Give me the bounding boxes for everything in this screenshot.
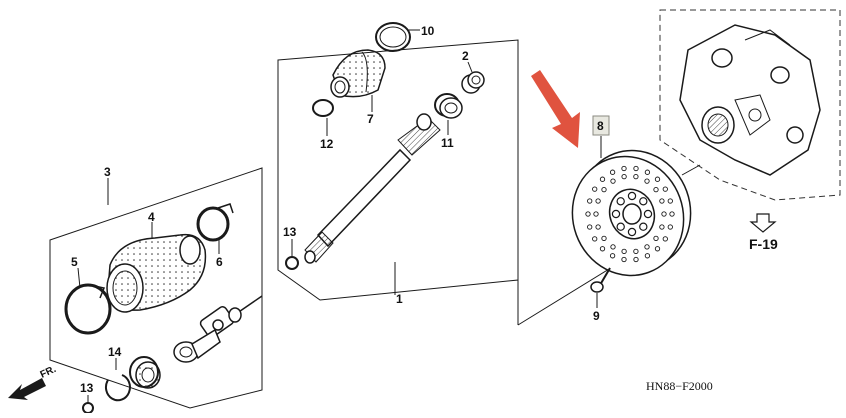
vent-hole <box>633 165 639 172</box>
callout-13-lower[interactable]: 13 <box>80 381 94 395</box>
part-u-joint[interactable] <box>173 295 263 363</box>
callout-5[interactable]: 5 <box>71 255 78 269</box>
part-seal[interactable] <box>129 356 161 389</box>
knuckle-hub-assembly[interactable] <box>679 24 821 176</box>
group-3-outline <box>49 167 263 409</box>
highlight-arrow-icon <box>531 70 580 148</box>
vent-hole <box>654 176 661 182</box>
leader-disc-to-hub <box>681 164 701 176</box>
vent-hole <box>587 198 593 204</box>
vent-hole <box>599 246 606 252</box>
vent-hole <box>587 224 593 230</box>
vent-hole <box>654 246 661 252</box>
vent-hole <box>610 178 616 184</box>
bolt-hole <box>611 209 621 219</box>
part-6-boot-band[interactable] <box>196 203 234 242</box>
callout-7[interactable]: 7 <box>367 112 374 126</box>
group-1-outline <box>277 39 519 301</box>
callout-9[interactable]: 9 <box>593 309 600 323</box>
vent-hole <box>609 253 616 259</box>
bolt-hole <box>639 197 648 206</box>
callout-12[interactable]: 12 <box>320 137 334 151</box>
vent-hole <box>662 186 668 192</box>
part-12-circlip[interactable] <box>312 99 334 117</box>
down-arrow-icon[interactable] <box>749 213 777 233</box>
bolt-hole <box>643 209 653 219</box>
vent-hole <box>621 165 627 172</box>
part-7-dust-boot[interactable] <box>330 49 386 98</box>
vent-hole <box>592 186 598 192</box>
vent-hole <box>621 256 627 263</box>
vent-hole <box>653 235 659 242</box>
vent-hole <box>644 253 651 259</box>
ref-group-label[interactable]: F-19 <box>749 236 778 252</box>
callout-8[interactable]: 8 <box>597 119 604 133</box>
bolt-hole <box>627 227 637 237</box>
vent-hole <box>667 198 673 204</box>
callout-6[interactable]: 6 <box>216 255 223 269</box>
part-10-o-ring[interactable] <box>375 22 411 52</box>
callout-13-upper[interactable]: 13 <box>283 225 297 239</box>
part-13-o-ring-lower[interactable] <box>82 402 94 414</box>
vent-hole <box>659 198 665 204</box>
knuckle-dashed-outline <box>659 9 841 201</box>
part-8-brake-disc[interactable] <box>556 135 707 291</box>
disc-bolt-holes <box>611 191 653 237</box>
bolt-hole <box>639 222 648 231</box>
callout-8-box <box>592 115 610 136</box>
part-11-bearing[interactable] <box>434 93 463 119</box>
vent-hole <box>592 236 598 242</box>
callout-3[interactable]: 3 <box>104 165 111 179</box>
part-13-o-ring-upper[interactable] <box>285 256 299 270</box>
vent-hole <box>662 236 668 242</box>
vent-hole <box>601 235 607 242</box>
figure-code: HN88−F2000 <box>646 379 713 393</box>
part-9-screw[interactable] <box>590 267 611 293</box>
leader-5 <box>77 267 81 289</box>
vent-hole <box>609 169 616 175</box>
callout-2[interactable]: 2 <box>462 49 469 63</box>
callout-14[interactable]: 14 <box>108 345 122 359</box>
callout-11[interactable]: 11 <box>441 136 454 150</box>
vent-hole <box>669 211 675 217</box>
bolt-hole <box>616 197 625 206</box>
vent-hole <box>644 169 651 175</box>
part-4-cv-boot[interactable] <box>106 233 207 313</box>
vent-hole <box>593 211 599 217</box>
vent-hole <box>644 244 650 250</box>
vent-hole <box>661 211 667 217</box>
vent-hole <box>595 224 601 230</box>
part-14-circlip[interactable] <box>105 374 131 402</box>
direction-label: FR. <box>39 364 58 381</box>
vent-hole <box>610 244 616 250</box>
part-2-bearing[interactable] <box>461 71 485 94</box>
callout-10[interactable]: 10 <box>421 24 435 38</box>
vent-hole <box>633 248 639 255</box>
front-direction-arrow-icon <box>8 378 46 400</box>
vent-hole <box>659 224 665 230</box>
leader-2 <box>467 61 473 73</box>
bolt-hole <box>627 191 637 201</box>
vent-hole <box>667 224 673 230</box>
disc-vent-holes <box>585 165 675 263</box>
vent-hole <box>633 173 639 180</box>
callout-4[interactable]: 4 <box>148 210 155 224</box>
vent-hole <box>653 186 659 193</box>
vent-hole <box>599 176 606 182</box>
vent-hole <box>601 186 607 193</box>
part-1-drive-shaft[interactable] <box>304 113 441 264</box>
vent-hole <box>585 211 591 217</box>
vent-hole <box>621 248 627 255</box>
vent-hole <box>644 178 650 184</box>
part-5-boot-band[interactable] <box>64 283 112 335</box>
vent-hole <box>633 256 639 263</box>
vent-hole <box>621 173 627 180</box>
vent-hole <box>595 198 601 204</box>
callout-1[interactable]: 1 <box>396 292 403 306</box>
bolt-hole <box>616 222 625 231</box>
